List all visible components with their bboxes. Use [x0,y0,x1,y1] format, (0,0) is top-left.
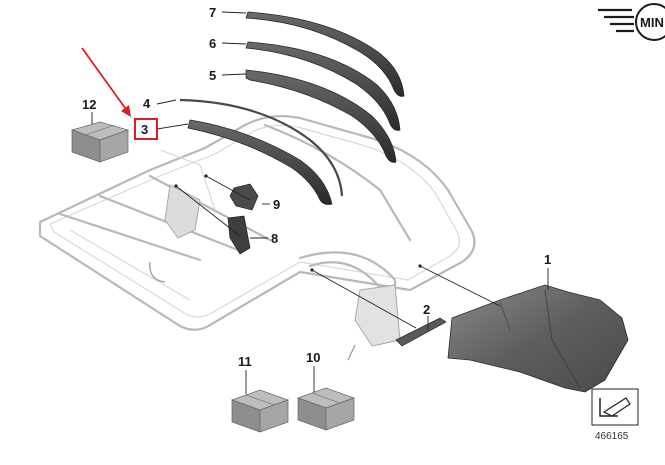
callout-8: 8 [271,231,278,246]
callout-10: 10 [306,350,320,365]
callout-5: 5 [209,68,216,83]
callout-4: 4 [143,96,151,111]
callout-11: 11 [238,354,252,369]
callout-3-highlight-box [134,118,158,140]
part-7-seal-strip [245,11,405,97]
part-4-wire-strip [179,98,344,197]
part-1-side-trim-panel [447,284,629,393]
callout-9: 9 [273,197,280,212]
brand-logo-text: MIN [640,15,664,30]
part-3-seal-strip [187,119,333,205]
orientation-arrow-icon [591,388,639,426]
callout-3: 3 [141,122,148,137]
callout-6: 6 [209,36,216,51]
part-5-seal-strip [245,69,397,163]
callout-7: 7 [209,5,216,20]
leader-lines [91,11,549,394]
reference-number: 466165 [595,431,629,442]
part-12-kit-box [70,121,130,163]
callout-12: 12 [82,97,96,112]
brand-logo: MIN [598,3,665,41]
callout-2: 2 [423,302,430,317]
highlight-arrow [81,47,131,117]
part-6-seal-strip [245,41,401,131]
callout-1: 1 [544,252,551,267]
part-11-kit-box [230,389,290,433]
part-10-kit-box [296,387,356,431]
part-2-trim-rail [395,317,447,347]
